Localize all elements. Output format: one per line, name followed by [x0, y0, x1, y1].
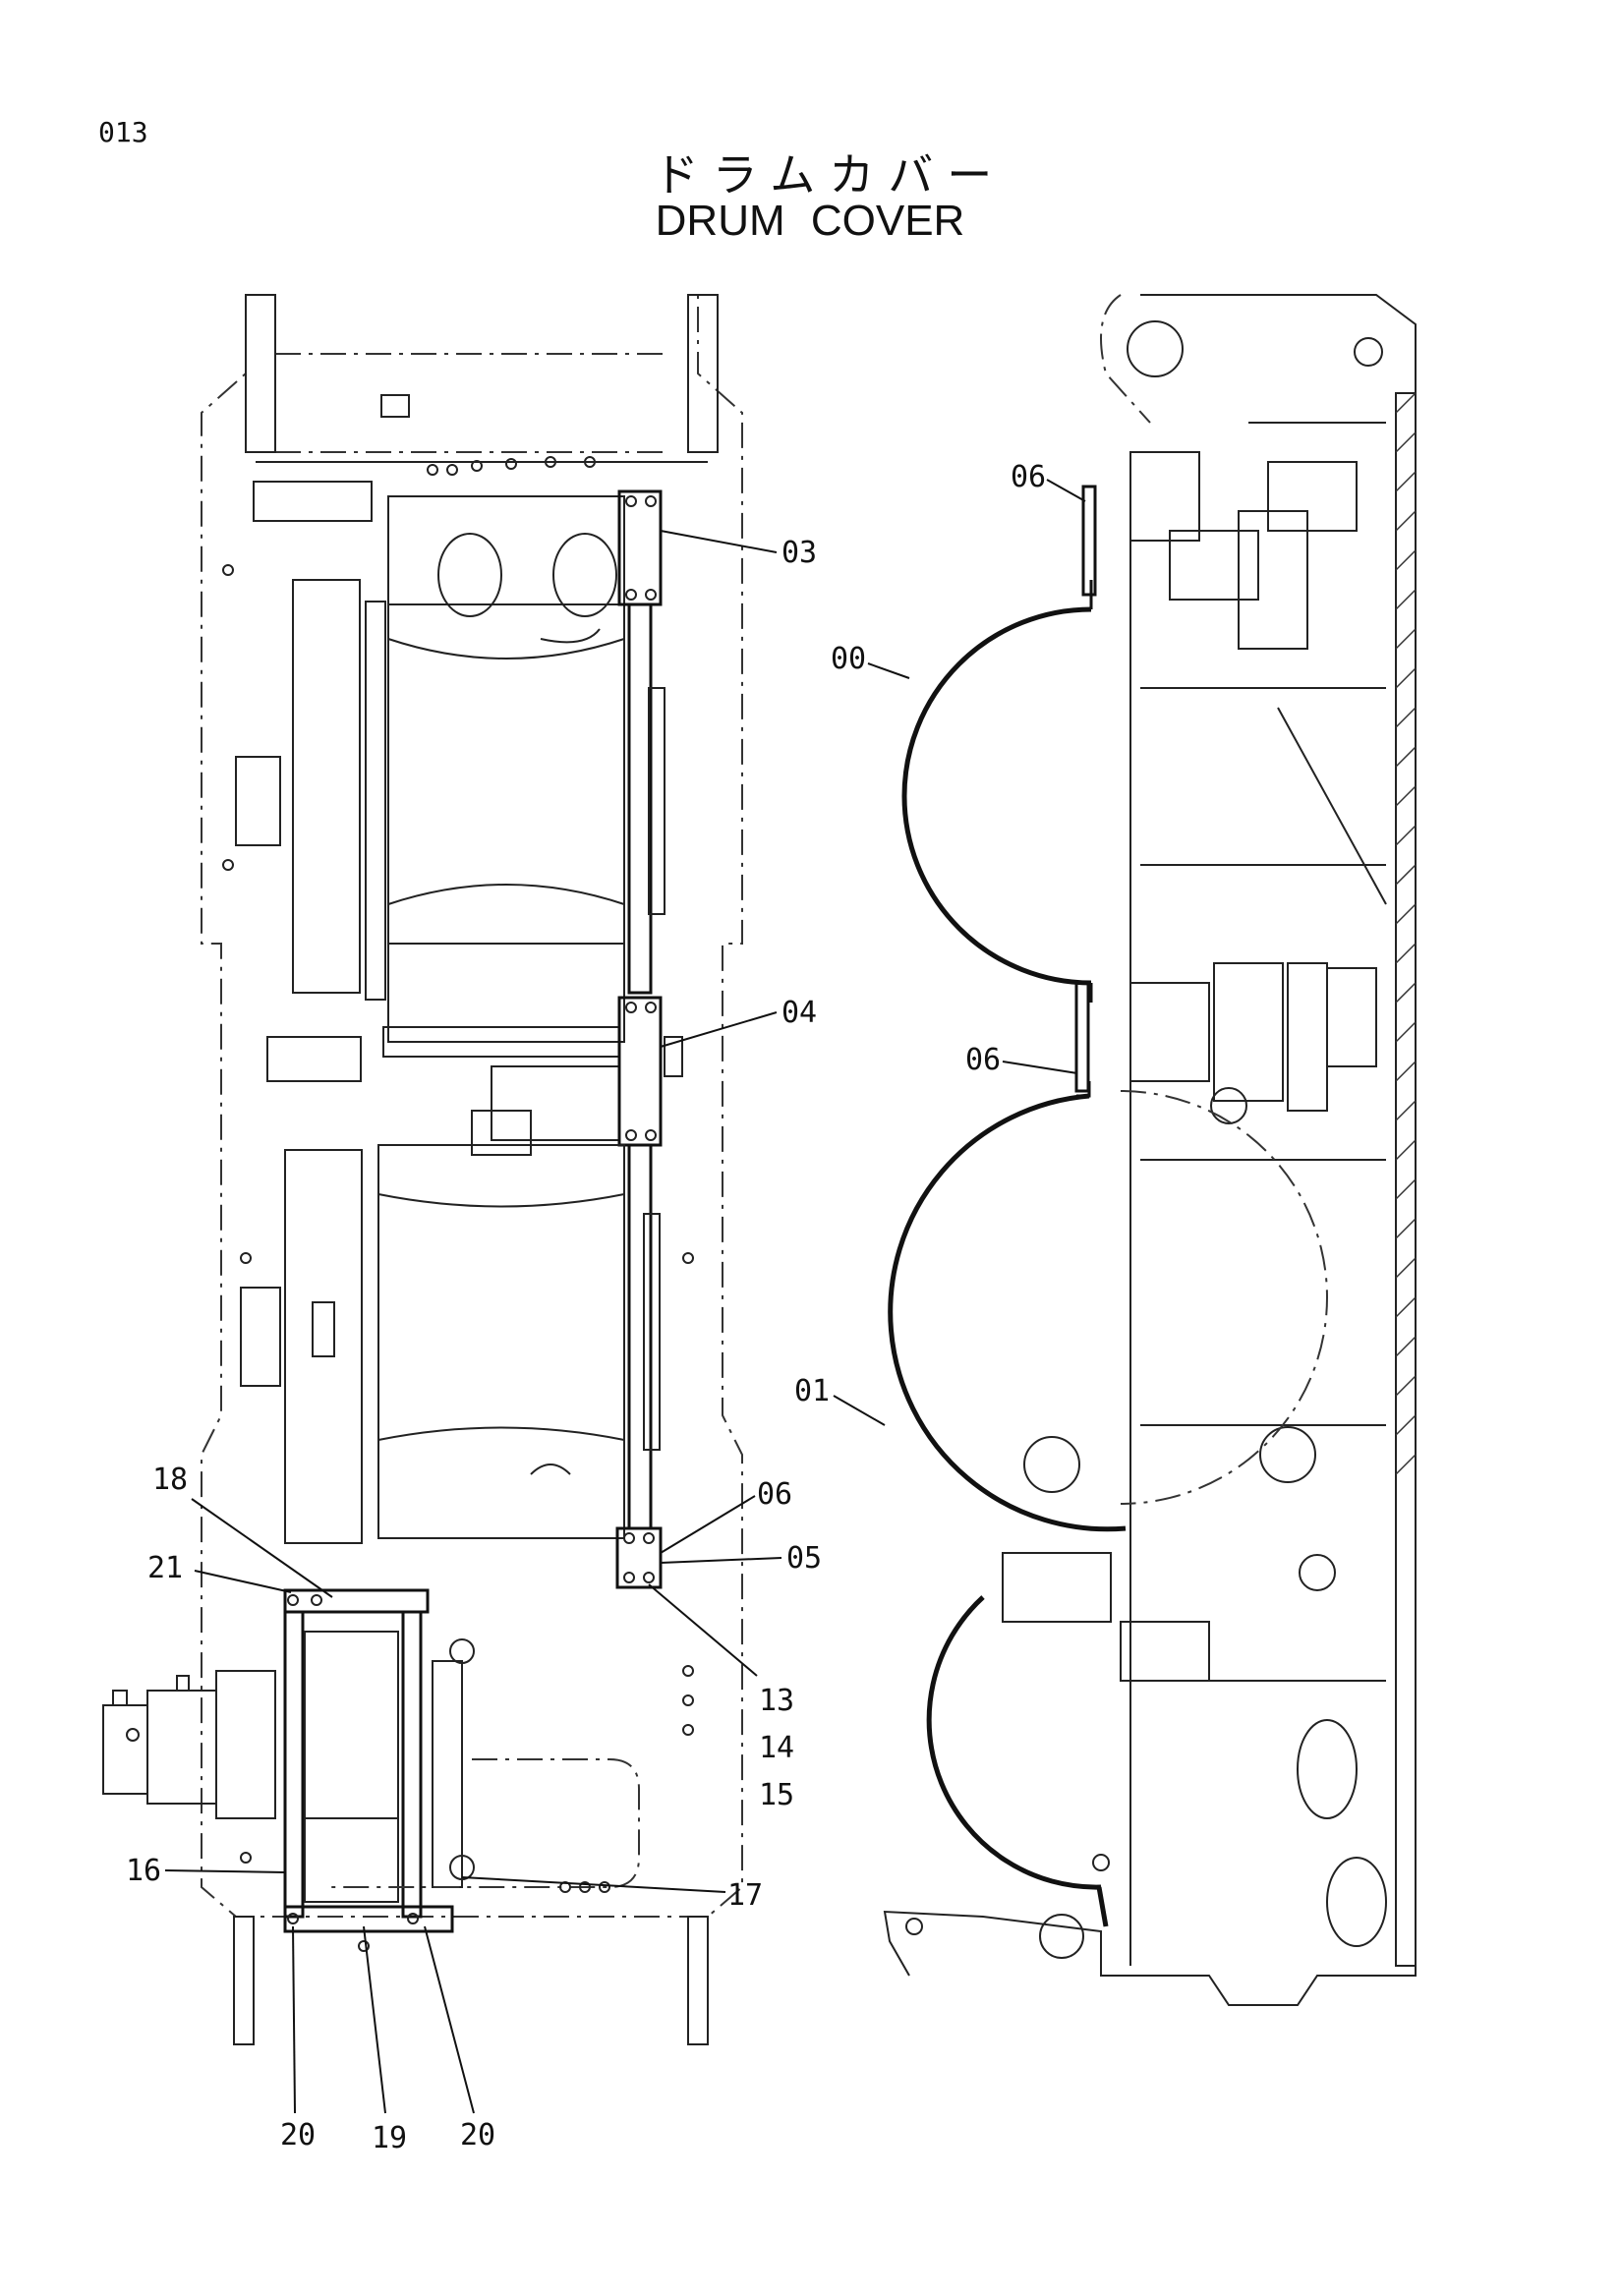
lower-cover-assembly	[283, 1588, 454, 1933]
side-view	[883, 294, 1417, 2006]
right-top-rail	[687, 294, 719, 453]
callout-05: 05	[786, 1541, 822, 1576]
callout-20-right: 20	[460, 2118, 495, 2152]
upper-right-strip	[648, 687, 665, 915]
left-top-rail	[245, 294, 276, 453]
page-number: 013	[98, 116, 148, 148]
top-pad	[380, 394, 410, 418]
lower-right-cover	[627, 1143, 653, 1530]
lower-drum	[377, 1144, 625, 1539]
title-english: DRUM COVER	[655, 197, 965, 245]
callout-20-left: 20	[280, 2118, 316, 2152]
callout-01: 01	[794, 1374, 830, 1408]
middle-winch	[1129, 962, 1377, 1112]
cover-lower-tail	[1096, 1886, 1109, 1927]
middle-crossmember	[266, 1026, 620, 1156]
side-internal-frame	[1129, 422, 1387, 1966]
plan-frame-outline	[201, 295, 743, 1918]
cover-00	[901, 606, 1092, 986]
side-top-hole	[1127, 320, 1184, 377]
lower-phantom-outline	[324, 1758, 640, 1888]
cover-01	[888, 1093, 1127, 1532]
top-bracket	[253, 481, 373, 522]
callout-04: 04	[781, 996, 817, 1030]
callout-15: 15	[759, 1778, 794, 1812]
left-bottom-rail	[233, 1916, 255, 2045]
callout-03: 03	[781, 536, 817, 570]
lower-drum-flange	[284, 1149, 363, 1544]
lower-right-strip	[643, 1213, 661, 1451]
wall-hatching	[1395, 392, 1417, 1475]
callout-06-left: 06	[757, 1477, 792, 1512]
valve-block	[102, 1670, 276, 1819]
callout-14: 14	[759, 1731, 794, 1765]
cover-05	[615, 1526, 663, 1589]
lower-roller-bottom	[449, 1855, 475, 1880]
callout-06-top-right: 06	[1011, 460, 1046, 494]
callout-16: 16	[126, 1854, 161, 1888]
lower-drum-hub	[312, 1301, 335, 1357]
top-bolt-row	[427, 456, 596, 476]
callout-17: 17	[727, 1878, 763, 1913]
cover-lower-arc	[926, 1595, 1102, 1890]
upper-drum	[387, 495, 625, 1043]
callout-labels: 03 04 06 05 13 14 15 18 21 16 17 20 19 2…	[126, 460, 1046, 2155]
callout-21: 21	[147, 1551, 183, 1585]
side-hatched-wall	[1395, 392, 1417, 1967]
callout-13: 13	[759, 1684, 794, 1718]
upper-winch	[1129, 451, 1358, 650]
lower-side-bracket	[432, 1660, 463, 1888]
leader-lines	[164, 479, 1086, 2114]
upper-drum-flange	[292, 579, 361, 994]
callout-06-middle-right: 06	[965, 1043, 1001, 1077]
side-holes	[222, 564, 694, 1864]
cover-03	[617, 489, 663, 995]
lower-motor	[240, 1287, 281, 1387]
upper-motor	[235, 756, 281, 846]
bracket-06-top	[1081, 485, 1097, 597]
side-top-phantom	[1100, 294, 1151, 424]
upper-drum-gear	[365, 601, 386, 1001]
callout-19: 19	[372, 2121, 407, 2155]
plan-view	[102, 294, 743, 2045]
lower-winch	[905, 1087, 1387, 1959]
callout-18: 18	[152, 1463, 188, 1497]
bracket-06-middle	[1074, 981, 1090, 1093]
cover-04	[617, 996, 683, 1147]
drum-phantom-arc	[1120, 1090, 1328, 1505]
lower-roller-top	[449, 1638, 475, 1664]
title-japanese: ドラムカバー	[653, 148, 1007, 201]
callout-00: 00	[831, 642, 866, 676]
right-bottom-rail	[687, 1916, 709, 2045]
side-top-pin	[1354, 337, 1383, 367]
